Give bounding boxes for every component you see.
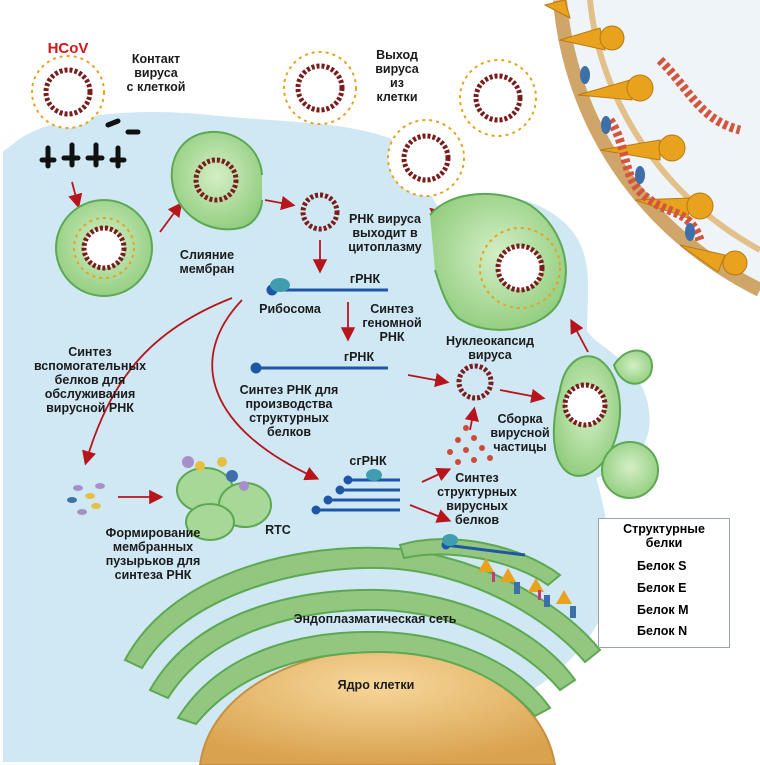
label-rtc: RTC [265,523,291,537]
label-rna-release: РНК вируса выходит в цитоплазму [348,212,422,254]
legend-box: Структурные белки Белок S Белок E Белок … [598,518,730,648]
cell-receptors [39,118,141,169]
er-structural-proteins [478,558,576,618]
virion-exit-left [283,51,357,125]
label-grna-top: гРНК [349,272,381,286]
label-sgrna: сгРНК [349,454,387,468]
label-hcov: HCoV [47,40,89,57]
label-genomic-synthesis: Синтез геномной РНК [362,302,422,344]
label-fusion: Слияние мембран [179,248,235,276]
released-rna [193,157,494,401]
ribosomes [270,278,458,546]
auxiliary-proteins [67,483,105,515]
legend-item-s: Белок S [637,559,687,573]
n-protein-dots [447,425,493,465]
rtc-vesicles [176,456,272,541]
label-aux-proteins: Синтез вспомогательных белков для обслуж… [33,345,147,415]
endoplasmic-reticulum [123,538,602,726]
virion-in-vesicle [479,227,561,309]
virion-budding [562,382,608,428]
label-ribosome: Рибосома [259,302,321,316]
label-nucleus: Ядро клетки [337,678,415,692]
label-nucleocapsid: Нуклеокапсид вируса [445,334,535,362]
legend-item-e: Белок E [637,581,687,595]
legend-title: Структурные белки [623,522,705,550]
label-er: Эндоплазматическая сеть [293,612,457,626]
virion-contact [31,55,105,129]
label-grna-mid: гРНК [343,350,375,364]
fusion-vesicles [55,130,659,499]
label-struct-rna: Синтез РНК для производства структурных … [239,383,339,439]
virion-fusing [73,217,135,279]
legend-item-m: Белок M [637,603,689,617]
legend-item-n: Белок N [637,624,688,638]
virion-exit-right [459,59,537,137]
label-assembly: Сборка вирусной частицы [490,412,550,454]
label-vesicles: Формирование мембранных пузырьков для си… [105,526,201,582]
virion-exit-center [387,119,465,197]
large-virion [543,0,760,297]
label-contact: Контакт вируса с клеткой [126,52,186,94]
label-struct-synthesis: Синтез структурных вирусных белков [437,471,517,527]
label-exit: Выход вируса из клетки [375,48,419,104]
